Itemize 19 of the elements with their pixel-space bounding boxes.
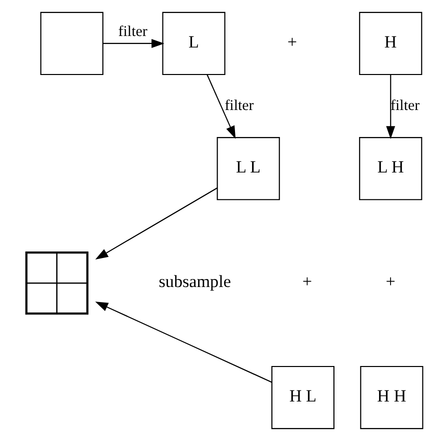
arrow: [206, 74, 236, 139]
node-box: L L: [216, 137, 280, 200]
node-box: L H: [358, 137, 422, 200]
arrow: [386, 74, 395, 139]
label: +: [286, 32, 297, 52]
arrow: [94, 302, 272, 383]
node-box: H H: [360, 366, 423, 430]
arrow: [94, 188, 217, 260]
label: +: [302, 272, 312, 292]
edge-label: filter: [390, 98, 420, 114]
label: +: [385, 272, 395, 292]
node-box: H: [358, 12, 422, 75]
node-box: [40, 12, 103, 75]
arrow: [102, 38, 164, 48]
label: subsample: [158, 272, 230, 292]
edge-label: filter: [118, 24, 147, 40]
node-box: H L: [270, 366, 334, 430]
node-box: L: [162, 12, 225, 75]
edge-label: filter: [224, 98, 254, 114]
